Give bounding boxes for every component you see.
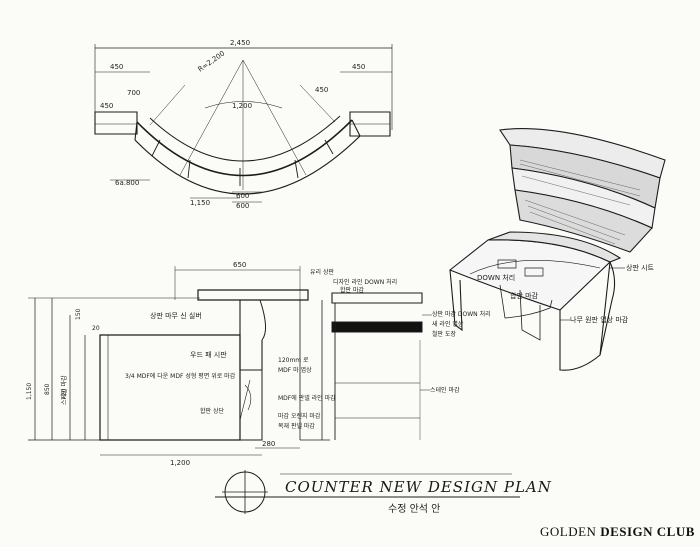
section-view [28,266,422,455]
dim-left-top: 450 [110,63,123,71]
dim-mid-height: 850 [44,383,51,395]
dim-top-width: 650 [233,261,246,269]
right-note: 새 라인 엽상 [432,320,464,328]
section-notes: 상판 마무 신 실버 우드 패 시판 3/4 MDF에 다운 MDF 성형 평면… [60,268,397,430]
section-note: MDF 마 엽상 [278,366,312,374]
section-note: 마감 오렌지 마감 [278,412,321,420]
section-note: 상판 마무 신 실버 [150,311,202,320]
plan-view [95,44,392,202]
dim-base-width: 1,200 [170,459,190,467]
dim-overall: 2,450 [230,39,250,47]
right-note: 철판 도장 [432,330,456,338]
perspective-labels: 상판 시트 DOWN 처리 합판 마감 나무 원판 엽상 마감 [477,263,655,324]
section-note: 유리 상판 [310,268,334,276]
dim-left-depth: 700 [127,89,140,97]
section-note: 합판 상단 [200,407,224,415]
dim-inner: 1,200 [232,102,252,110]
brand-name: DESIGN CLUB [600,524,695,539]
dim-bottom-a: 1,150 [190,199,210,207]
section-note: 목재 판넬 마감 [278,422,315,430]
section-note: 디자인 라인 DOWN 처리 [333,278,397,286]
drawing-subtitle: 수정 안석 안 [388,503,440,515]
persp-label-top: 상판 시트 [626,263,655,272]
dim-small: 20 [92,325,100,332]
dim-total-height: 1,150 [26,383,33,400]
section-right-notes: 상판 마감 DOWN 처리 새 라인 엽상 철판 도장 스테인 마감 [420,310,491,394]
dim-bottom-c: 600 [236,202,249,210]
dim-bottom-b: 600 [236,192,249,200]
persp-label-finish: 나무 원판 엽상 마감 [570,315,629,324]
right-note: 스테인 마감 [430,386,460,394]
brand-prefix: GOLDEN [540,524,597,539]
persp-label-down: DOWN 처리 [477,273,515,282]
persp-label-board: 합판 마감 [510,291,539,300]
right-note: 상판 마감 DOWN 처리 [432,310,491,318]
section-note: 120mm 로 [278,357,309,364]
section-note: 합판 마감 [340,286,364,294]
dim-front-height: 720 [61,388,68,400]
section-note: 우드 패 시판 [190,350,227,359]
perspective-view [450,129,665,371]
dim-right-top: 450 [352,63,365,71]
dim-radius: R=2,200 [197,49,227,73]
section-note: 3/4 MDF에 다운 MDF 성형 평면 위로 마감 [125,372,236,380]
drawing-title: COUNTER NEW DESIGN PLAN [285,478,552,496]
dim-top-offset: 150 [75,308,82,320]
dim-base-right: 280 [262,440,275,448]
title-block: COUNTER NEW DESIGN PLAN 수정 안석 안 [215,470,552,515]
dim-left-width: 6a.800 [115,179,139,187]
section-note: MDF에 판넬 라인 마감 [278,394,336,402]
brand-label: GOLDEN DESIGN CLUB [540,524,695,540]
section-dimension-labels: 650 1,150 850 720 150 20 1,200 280 [26,261,275,467]
dim-left-end: 450 [100,102,113,110]
dim-right-depth: 450 [315,86,328,94]
section-note: 스테인 마감 [60,375,68,405]
